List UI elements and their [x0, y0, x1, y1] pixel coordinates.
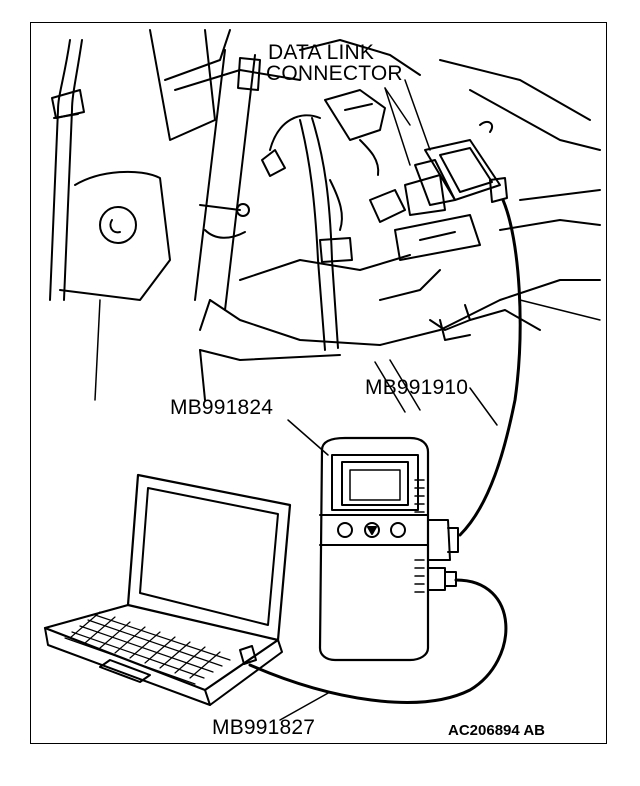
- connector-label-line1: DATA LINK: [268, 41, 375, 64]
- laptop-pc: [43, 473, 292, 706]
- vci-part-label: MB991824: [170, 396, 274, 419]
- adapter-leader: [469, 387, 498, 426]
- figure-reference-number: AC206894 AB: [448, 722, 545, 739]
- adapter-cable: [458, 198, 522, 537]
- data-link-connector-label: DATA LINK CONNECTOR: [266, 41, 403, 85]
- usb-leader: [279, 691, 331, 721]
- adapter-part-label: MB991910: [365, 376, 469, 399]
- dashboard-underside: [49, 29, 601, 413]
- vci-unit: [318, 436, 459, 662]
- figure-frame: [30, 22, 607, 744]
- usb-cable-part-label: MB991827: [212, 716, 316, 739]
- connector-label-line2: CONNECTOR: [266, 62, 403, 85]
- connector-leader: [384, 87, 411, 126]
- usb-cable: [248, 578, 508, 704]
- data-link-connector-plug: [384, 79, 508, 216]
